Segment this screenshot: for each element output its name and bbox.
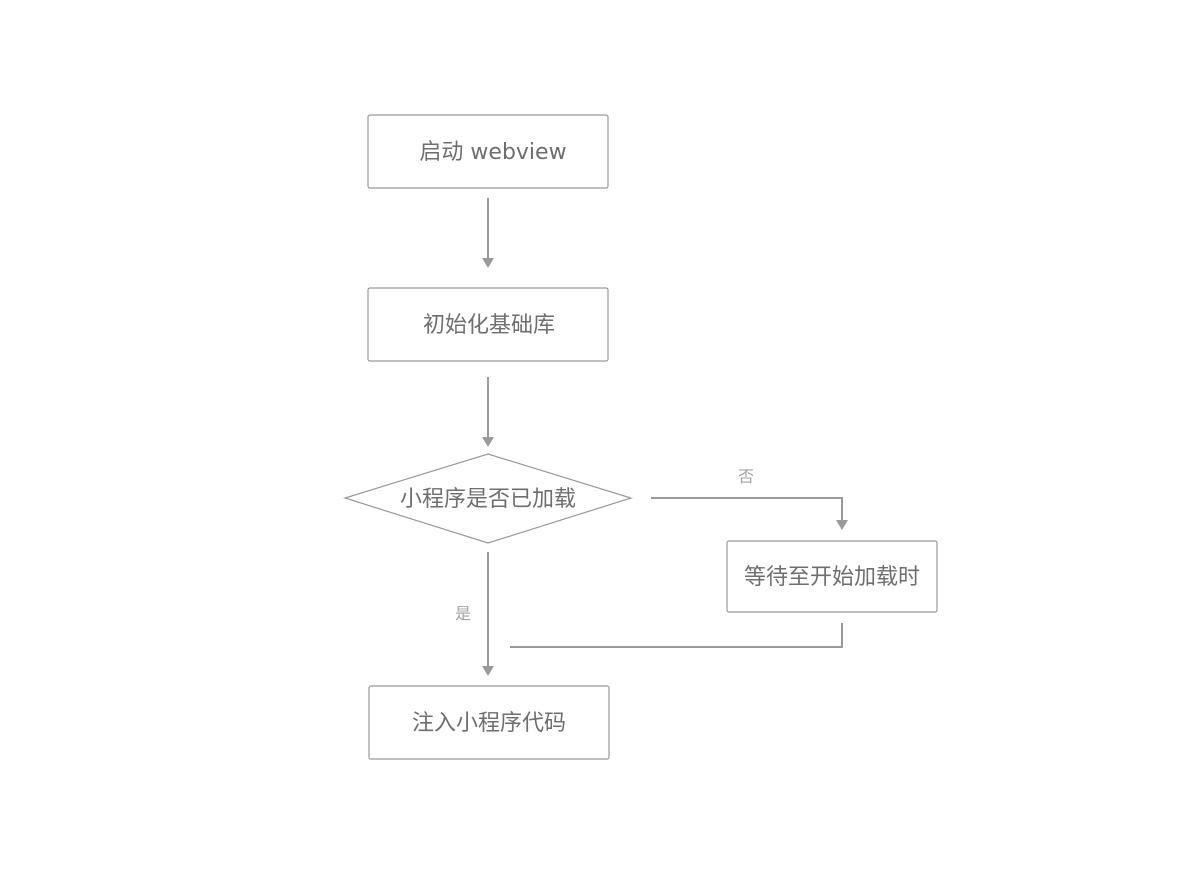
- node-start-webview: 启动 webview: [367, 114, 609, 189]
- node-wait-loading: 等待至开始加载时: [726, 540, 938, 613]
- edge-yes-label: 是: [455, 604, 471, 623]
- arrow-head-icon: [482, 258, 494, 268]
- node-init-library: 初始化基础库: [367, 287, 609, 362]
- node-wait-box: [726, 540, 938, 613]
- node-wait-label: 等待至开始加载时: [744, 565, 920, 590]
- node-start-label: 启动 webview: [419, 140, 566, 165]
- edge-wait-to-inject-line: [510, 623, 843, 648]
- edge-start-to-init: [482, 198, 494, 268]
- node-decision-diamond: [342, 453, 634, 544]
- edge-wait-to-inject: [510, 623, 843, 648]
- arrow-head-icon: [836, 520, 848, 530]
- edge-decision-to-wait-line: [651, 497, 843, 522]
- node-init-box: [367, 287, 609, 362]
- edge-init-to-decision: [482, 377, 494, 447]
- node-init-label: 初始化基础库: [423, 313, 555, 338]
- arrow-head-icon: [482, 666, 494, 676]
- node-inject-label: 注入小程序代码: [412, 711, 566, 736]
- edge-no-label: 否: [738, 467, 754, 486]
- node-decision-label: 小程序是否已加载: [400, 487, 576, 512]
- node-decision-loaded: 小程序是否已加载: [342, 453, 634, 544]
- edge-decision-to-wait: 否: [651, 467, 848, 530]
- node-start-box: [367, 114, 609, 189]
- node-inject-box: [368, 685, 610, 760]
- arrow-head-icon: [482, 437, 494, 447]
- node-inject-code: 注入小程序代码: [368, 685, 610, 760]
- edge-decision-to-inject: 是: [455, 552, 494, 676]
